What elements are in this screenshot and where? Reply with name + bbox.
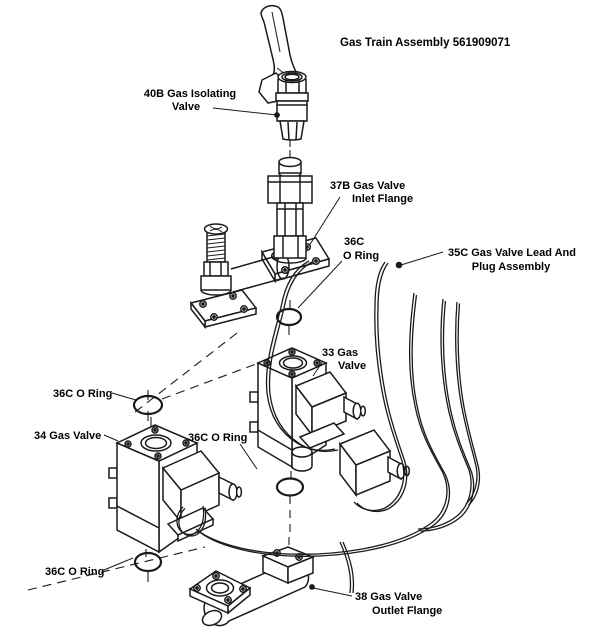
label-oring-left: 36C O Ring	[53, 388, 112, 400]
label-oring-middle: 36C O Ring	[188, 432, 247, 444]
label-outlet-flange-2: Outlet Flange	[372, 605, 442, 617]
leader-lines	[103, 107, 444, 597]
outlet-flange-drawing	[188, 546, 316, 627]
label-valve-33-2: Valve	[338, 360, 366, 372]
gas-valve-34-drawing	[108, 424, 243, 554]
label-gas-isolating-valve-2: Valve	[172, 101, 200, 113]
oring-middle-drawing	[275, 477, 305, 497]
label-valve-34: 34 Gas Valve	[34, 430, 101, 442]
label-oring-upper-2: O Ring	[343, 250, 379, 262]
lead-plug-assembly-drawing	[176, 260, 481, 594]
label-outlet-flange-1: 38 Gas Valve	[355, 591, 422, 603]
label-inlet-flange-1: 37B Gas Valve	[330, 180, 405, 192]
inlet-flange-drawing	[230, 156, 331, 293]
gas-isolating-valve-drawing	[258, 4, 309, 141]
oring-bottom-drawing	[133, 551, 163, 573]
label-lead-plug-2: Plug Assembly	[472, 261, 551, 273]
leader-dot-35c	[395, 261, 403, 269]
label-oring-upper-1: 36C	[344, 236, 364, 248]
page-title: Gas Train Assembly 561909071	[340, 37, 511, 49]
label-gas-isolating-valve-1: 40B Gas Isolating	[144, 88, 236, 100]
gas-valve-33-drawing	[249, 347, 411, 498]
leader-dot-40b	[274, 112, 280, 118]
alignment-dashed-lines	[27, 134, 292, 591]
label-inlet-flange-2: Inlet Flange	[352, 193, 413, 205]
oring-drawings	[132, 307, 305, 573]
leader-dot-38	[309, 584, 315, 590]
inlet-pipe-assembly-drawing	[189, 223, 258, 330]
oring-left-drawing	[132, 394, 164, 416]
label-oring-bottom: 36C O Ring	[45, 566, 104, 578]
oring-upper-drawing	[275, 307, 303, 327]
label-valve-33-1: 33 Gas	[322, 347, 358, 359]
label-lead-plug-1: 35C Gas Valve Lead And	[448, 247, 576, 259]
